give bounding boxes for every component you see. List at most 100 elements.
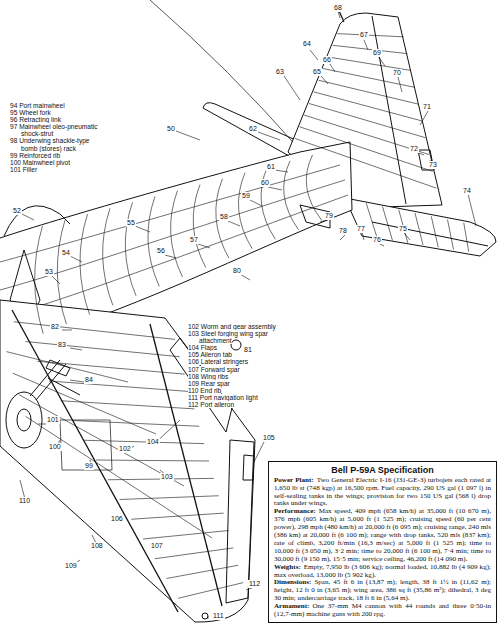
- part-label: 97 Mainwheel oleo-pneumatic shock-strut: [10, 123, 98, 137]
- wheel-hub: [17, 409, 31, 431]
- fin-rib: [337, 34, 403, 37]
- spec-paragraph: Performance:Max speed, 409 mph (658 km/h…: [274, 508, 491, 563]
- part-label: 103 Steel forging wing spar attachment: [188, 330, 268, 344]
- callout-number: 52: [12, 207, 22, 215]
- part-entry: 108 Wing ribs: [188, 373, 292, 380]
- callout-number: 71: [422, 103, 432, 111]
- callout-number: 112: [248, 580, 261, 588]
- spec-value: Empty, 7,950 lb (3 606 kg); normal loade…: [274, 563, 491, 579]
- fuselage-frame: [35, 226, 44, 334]
- callout-number: 80: [232, 267, 242, 275]
- stringer: [0, 180, 345, 290]
- part-label: 101 Filler: [10, 166, 37, 173]
- part-entry: 103 Steel forging wing spar attachment: [188, 330, 292, 344]
- part-entry: 94 Port mainwheel: [10, 102, 106, 109]
- wing-rib: [178, 583, 243, 599]
- callout-number: 79: [324, 212, 334, 220]
- part-label: 102 Worm and gear assembly: [188, 323, 276, 330]
- part-entry: 104 Flaps: [188, 344, 292, 351]
- part-entry: 109 Rear spar: [188, 380, 292, 387]
- fuselage-frame: [193, 185, 206, 268]
- part-label: 99 Reinforced rib: [10, 152, 60, 159]
- callout-number: 58: [219, 213, 229, 221]
- callout-number: 53: [44, 268, 54, 276]
- callout-number: 74: [462, 187, 472, 195]
- callout-number: 57: [189, 236, 199, 244]
- part-entry: 100 Mainwheel pivot: [10, 159, 106, 166]
- callout-number: 104: [146, 438, 160, 446]
- fuselage-frame: [57, 220, 66, 324]
- wing-rib: [49, 381, 190, 392]
- fuselage-frame: [238, 173, 252, 249]
- port-mainwheel: [6, 392, 42, 448]
- callout-number: 81: [243, 346, 253, 354]
- reinforced-rib-bay: [60, 420, 112, 470]
- parts-list: 94 Port mainwheel95 Wheel fork96 Retract…: [10, 102, 106, 173]
- parts-list: 102 Worm and gear assembly103 Steel forg…: [188, 323, 292, 408]
- part-label: 107 Forward spar: [188, 366, 240, 373]
- callout-number: 82: [50, 323, 60, 331]
- wing-rib: [26, 342, 180, 357]
- navigation-light: [202, 613, 208, 619]
- fuselage-frame: [125, 202, 136, 296]
- elevator-hinge: [372, 222, 488, 246]
- callout-number: 66: [322, 56, 332, 64]
- fin-rib: [314, 92, 422, 121]
- part-label: 109 Rear spar: [188, 380, 230, 387]
- lateral-stringer: [6, 352, 128, 382]
- callout-number: 109: [64, 562, 78, 570]
- lateral-stringer: [19, 395, 184, 486]
- part-entry: 97 Mainwheel oleo-pneumatic shock-strut: [10, 123, 106, 137]
- part-entry: 95 Wheel fork: [10, 109, 106, 116]
- callout-number: 76: [372, 236, 382, 244]
- part-entry: 111 Port navigation light: [188, 394, 292, 401]
- fin-rib: [295, 138, 437, 188]
- callout-number: 59: [241, 192, 251, 200]
- fin-rib: [304, 115, 429, 154]
- callout-number: 68: [333, 4, 343, 12]
- fitting: [231, 340, 241, 350]
- part-entry: 96 Retracting link: [10, 116, 106, 123]
- callout-number: 111: [212, 612, 225, 620]
- part-entry: 98 Underwing shackle-type bomb (stores) …: [10, 137, 106, 151]
- callout-number: 63: [275, 68, 285, 76]
- wing-rib: [155, 548, 234, 559]
- fin-rib: [323, 69, 414, 88]
- callout-number: 64: [302, 40, 312, 48]
- fin-rib: [318, 80, 418, 104]
- callout-number: 107: [150, 542, 164, 550]
- fuselage-frame: [216, 179, 229, 259]
- wing-rib: [37, 361, 184, 374]
- callout-number: 110: [18, 497, 31, 505]
- tailplane-rib: [464, 223, 469, 252]
- canopy-fairing: [4, 206, 70, 236]
- part-label: 112 Port aileron: [188, 401, 234, 408]
- tailplane-rib: [448, 220, 454, 250]
- callout-number: 84: [84, 376, 94, 384]
- part-entry: 107 Forward spar: [188, 366, 292, 373]
- part-label: 105 Aileron tab: [188, 351, 232, 358]
- part-label: 98 Underwing shackle-type bomb (stores) …: [10, 137, 90, 151]
- callout-number: 65: [312, 68, 322, 76]
- part-label: 108 Wing ribs: [188, 373, 228, 380]
- fin-rib: [333, 45, 408, 53]
- part-label: 100 Mainwheel pivot: [10, 159, 70, 166]
- spec-paragraph: Weights:Empty, 7,950 lb (3 606 kg); norm…: [274, 564, 491, 580]
- callout-number: 83: [57, 341, 67, 349]
- part-entry: 102 Worm and gear assembly: [188, 323, 292, 330]
- wing-rib: [120, 496, 219, 500]
- callout-number: 67: [359, 31, 369, 39]
- fuselage-frame: [171, 191, 183, 278]
- callout-number: 103: [160, 473, 174, 481]
- forward-spar: [12, 310, 178, 612]
- lateral-stringer: [13, 373, 156, 434]
- fin-rib: [299, 127, 432, 172]
- specification-box: Bell P-59A SpecificationPower Plant:Two …: [268, 461, 497, 623]
- spec-heading: Bell P-59A Specification: [274, 465, 491, 476]
- aileron: [226, 440, 254, 603]
- callout-number: 102: [118, 445, 132, 453]
- callout-number: 50: [166, 125, 176, 133]
- flap: [170, 338, 232, 432]
- part-label: 110 End rib: [188, 387, 221, 394]
